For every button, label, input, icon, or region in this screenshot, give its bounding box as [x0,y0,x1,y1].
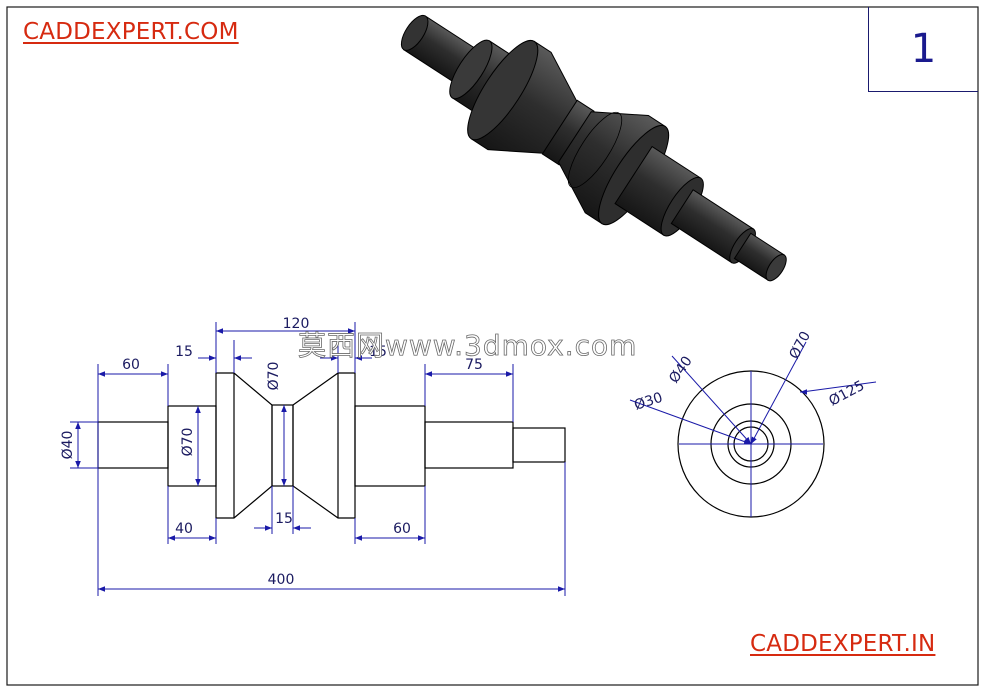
dim-line-d30 [629,399,752,445]
front-right-shaft [424,421,514,469]
dim-text-right-shaft-len: 75 [465,357,483,373]
dim-text-d40: Ø40 [666,353,696,386]
iso-right-flange-ring [567,111,623,189]
front-left-flange [215,372,273,519]
brand-bottom-link[interactable]: CADDEXPERT.IN [750,631,936,657]
isometric-model [400,14,787,282]
dim-text-left-collar-dia: Ø70 [180,428,196,457]
dim-text-flange-left: 15 [175,344,193,360]
dim-text-d125: Ø125 [826,378,867,410]
brand-top-link[interactable]: CADDEXPERT.COM [23,19,239,45]
dim-text-d30: Ø30 [632,390,664,414]
dim-text-d70: Ø70 [786,329,814,362]
front-waist [271,404,294,487]
dim-text-left-collar-len: 40 [175,521,193,537]
iso-left-collar-face [449,39,493,100]
side-dimensions [629,341,877,517]
dim-line-d125 [801,381,877,393]
front-right-collar [354,405,426,487]
sheet-border [6,6,979,686]
dim-text-waist-dia: Ø70 [266,362,282,391]
front-dimension-texts: 400 60 40 15 120 15 15 60 75 Ø40 Ø70 Ø70 [60,316,483,588]
iso-left-flange-face [467,39,539,141]
front-left-shaft [97,421,169,469]
dim-line-d40 [671,355,752,445]
iso-end-stub-face [765,253,787,282]
dim-text-left-shaft-len: 60 [122,357,140,373]
sheet-number-box: 1 [868,7,978,92]
dim-text-groove-span: 120 [283,316,310,332]
dim-line-d70 [750,341,807,445]
dim-text-overall: 400 [268,572,295,588]
sheet-number: 1 [910,26,937,72]
dim-text-left-shaft-dia: Ø40 [60,431,76,460]
dim-text-right-collar-len: 60 [393,521,411,537]
front-end-stub [512,427,566,463]
iso-left-shaft-face [400,14,429,51]
dim-text-flange-right: 15 [369,344,387,360]
front-dimensions [70,322,566,596]
watermark-text: 莫西网www.3dmox.com [298,329,637,362]
front-right-flange [292,372,356,519]
dim-text-waist-len: 15 [275,511,293,527]
